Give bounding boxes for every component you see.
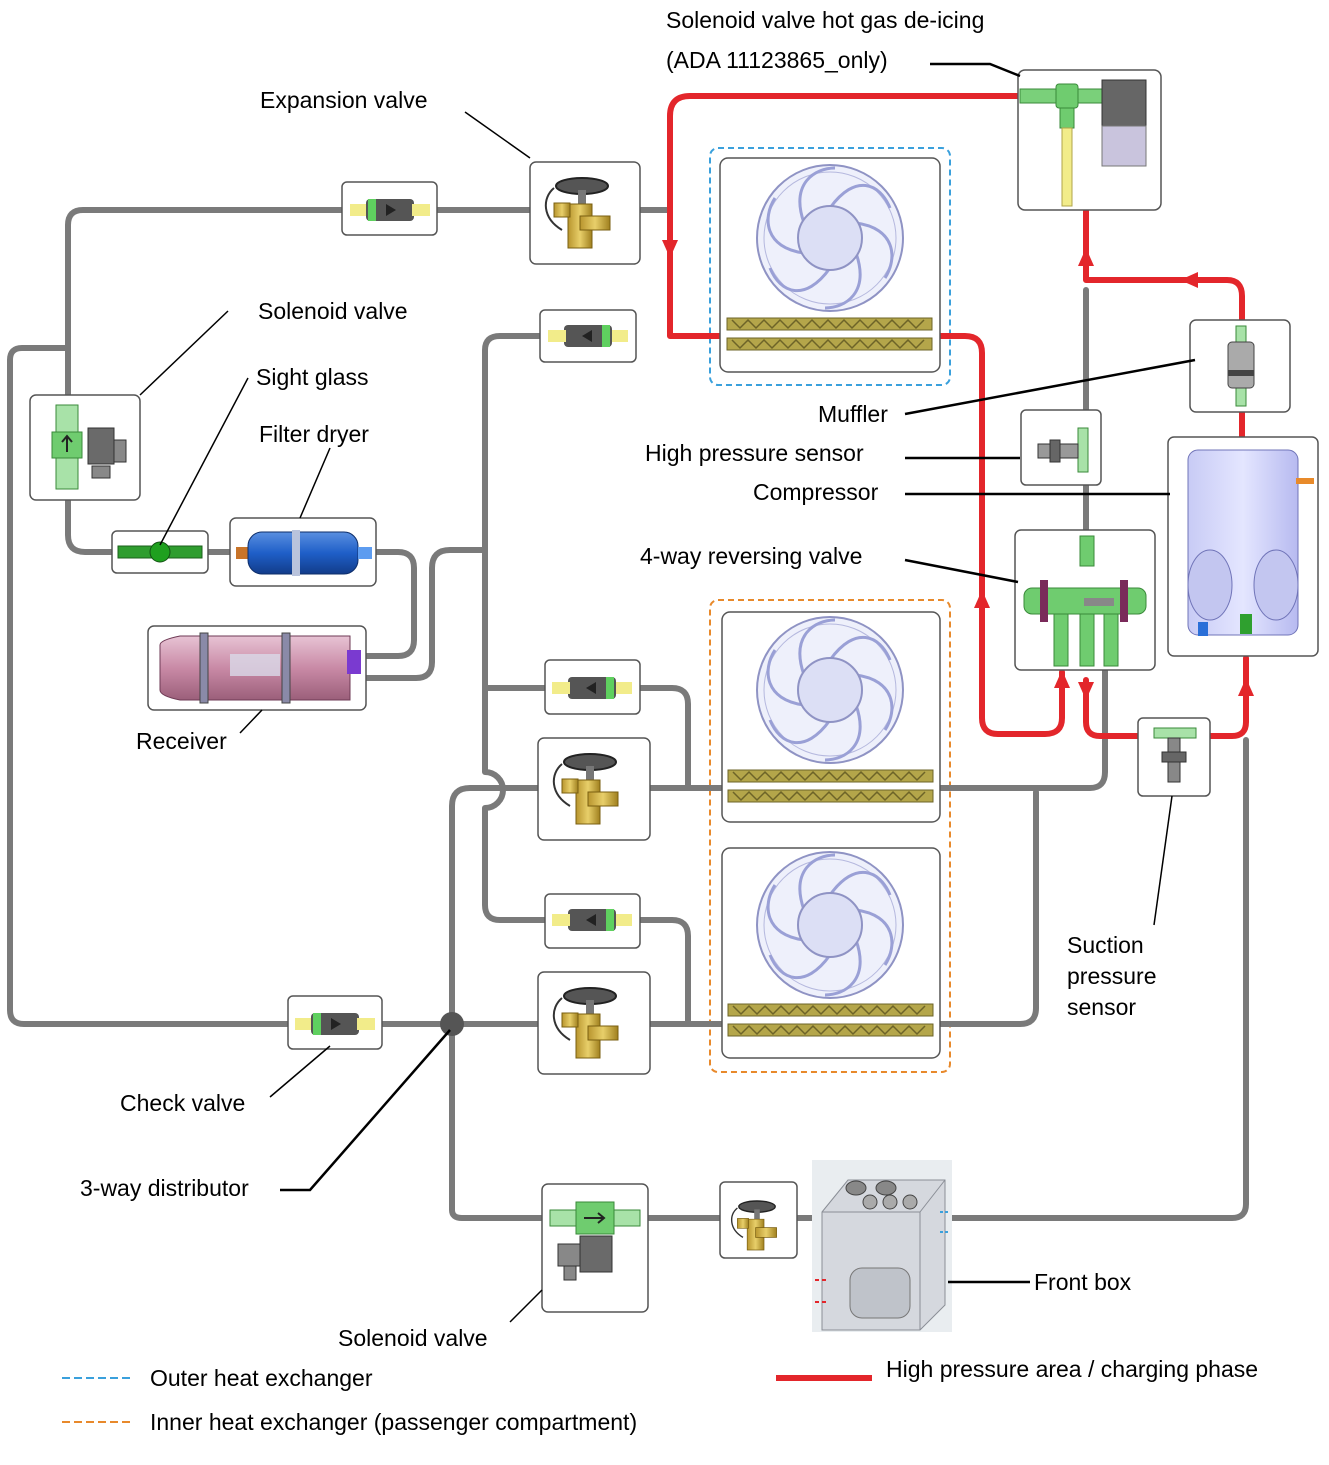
four-way-reversing-valve bbox=[1014, 529, 1156, 671]
solenoid-valve-bottom bbox=[541, 1183, 649, 1313]
leader-lines bbox=[139, 62, 1196, 1323]
outer-heat-exchanger-outline bbox=[709, 147, 951, 386]
label-suction-sensor-line2: pressure bbox=[1067, 963, 1156, 989]
expansion-valve-inner-2 bbox=[537, 971, 651, 1075]
label-four-way-valve: 4-way reversing valve bbox=[640, 543, 862, 569]
check-valve-mid bbox=[539, 309, 637, 363]
label-sight-glass: Sight glass bbox=[256, 364, 369, 390]
legend-outer-label: Outer heat exchanger bbox=[150, 1365, 373, 1391]
legend-inner-label: Inner heat exchanger (passenger compartm… bbox=[150, 1409, 637, 1435]
legend-high-pressure-label: High pressure area / charging phase bbox=[886, 1356, 1258, 1382]
compressor bbox=[1167, 436, 1319, 657]
inner-heat-exchanger-outline bbox=[709, 599, 951, 1073]
label-hot-gas-solenoid-line2: (ADA 11123865_only) bbox=[666, 47, 888, 73]
label-check-valve: Check valve bbox=[120, 1090, 245, 1116]
expansion-valve-inner-1 bbox=[537, 737, 651, 841]
high-pressure-sensor bbox=[1020, 409, 1102, 486]
flow-arrow bbox=[1078, 682, 1094, 700]
label-compressor: Compressor bbox=[753, 479, 879, 505]
label-filter-dryer: Filter dryer bbox=[259, 421, 369, 447]
hot-gas-solenoid-valve bbox=[1017, 69, 1162, 211]
label-receiver: Receiver bbox=[136, 728, 227, 754]
inner-heat-exchanger-2 bbox=[721, 847, 941, 1059]
high-pressure-pipes bbox=[662, 93, 1254, 739]
flow-arrow bbox=[1238, 678, 1254, 696]
receiver bbox=[147, 625, 367, 711]
sight-glass bbox=[111, 530, 209, 574]
outer-heat-exchanger bbox=[719, 157, 941, 373]
label-hot-gas-solenoid-line1: Solenoid valve hot gas de-icing bbox=[666, 7, 984, 33]
expansion-valve-top bbox=[529, 161, 641, 265]
three-way-distributor-node bbox=[440, 1012, 464, 1036]
front-box bbox=[812, 1160, 952, 1332]
suction-pressure-sensor bbox=[1137, 717, 1211, 797]
label-muffler: Muffler bbox=[818, 401, 888, 427]
label-front-box: Front box bbox=[1034, 1269, 1132, 1295]
label-three-way-distributor: 3-way distributor bbox=[80, 1175, 249, 1201]
expansion-valve-front bbox=[719, 1181, 798, 1259]
label-solenoid-valve-bottom: Solenoid valve bbox=[338, 1325, 488, 1351]
filter-dryer bbox=[229, 517, 377, 587]
check-valve-inner-1 bbox=[544, 659, 641, 715]
flow-arrow bbox=[974, 590, 990, 608]
solenoid-valve-top bbox=[29, 394, 141, 501]
check-valve-inner-2 bbox=[544, 893, 641, 949]
inner-heat-exchanger-1 bbox=[721, 611, 941, 823]
check-valve-top bbox=[341, 181, 438, 236]
flow-arrow bbox=[1180, 272, 1198, 288]
label-suction-sensor-line3: sensor bbox=[1067, 994, 1136, 1020]
muffler bbox=[1189, 319, 1291, 413]
label-solenoid-valve-top: Solenoid valve bbox=[258, 298, 408, 324]
flow-arrow bbox=[1054, 670, 1070, 688]
legend: Outer heat exchanger Inner heat exchange… bbox=[62, 1356, 1258, 1435]
check-valve-bottom bbox=[287, 995, 383, 1050]
refrigerant-pipes bbox=[7, 207, 1249, 1221]
label-suction-sensor-line1: Suction bbox=[1067, 932, 1144, 958]
label-expansion-valve: Expansion valve bbox=[260, 87, 428, 113]
flow-arrow bbox=[1078, 248, 1094, 266]
component-labels: Solenoid valve hot gas de-icing (ADA 111… bbox=[80, 7, 1156, 1351]
label-high-pressure-sensor: High pressure sensor bbox=[645, 440, 864, 466]
flow-arrow bbox=[662, 240, 678, 258]
